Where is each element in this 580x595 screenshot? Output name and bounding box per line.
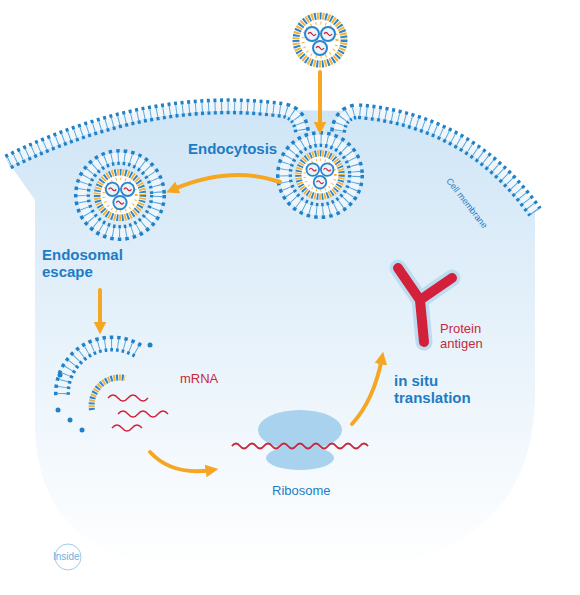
step-label: Endosomal escape	[42, 246, 134, 281]
ribosome	[232, 410, 368, 470]
broken-endosome	[56, 343, 169, 433]
endosome	[82, 157, 158, 233]
step-label: in situ translation	[394, 372, 486, 407]
flow-arrows	[100, 72, 382, 471]
step-label: Endocytosis	[188, 140, 298, 157]
budding-vesicle	[284, 139, 356, 211]
part-label: Ribosome	[272, 484, 352, 499]
watermark: Inside	[53, 551, 80, 563]
part-label: mRNA	[180, 372, 240, 387]
part-label: Protein antigen	[440, 322, 502, 352]
